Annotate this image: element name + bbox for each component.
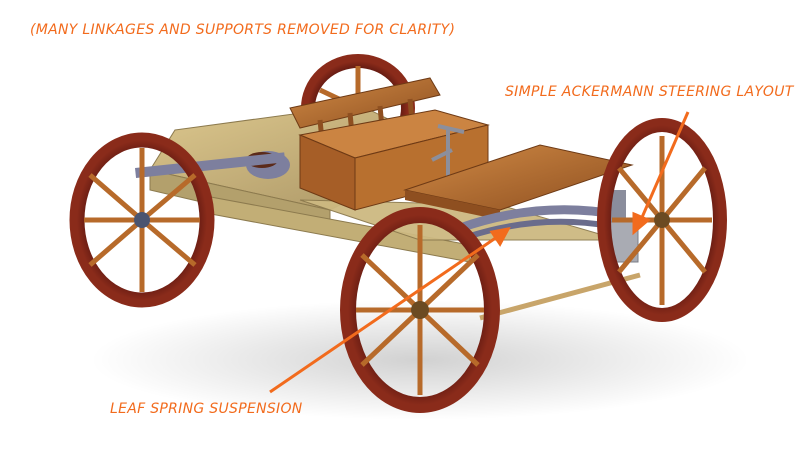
suspension-arrow [269,233,501,394]
seat-box [298,109,490,211]
wheel-rear-near [69,132,215,308]
rear-axle-assembly [135,151,290,179]
steering-arrowhead [632,211,651,236]
annotation-arrows [269,111,690,394]
wheel-front-near [340,207,500,413]
steering-label: SIMPLE ACKERMANN STEERING LAYOUT [505,84,794,100]
suspension-label: LEAF SPRING SUSPENSION [110,401,303,417]
steering-arrow [638,111,690,223]
suspension-arrowhead [489,226,511,247]
clarity-note: (MANY LINKAGES AND SUPPORTS REMOVED FOR … [30,22,456,38]
front-deck [403,144,634,220]
steering-tiller [431,124,465,180]
wheel-front-far [597,118,727,322]
